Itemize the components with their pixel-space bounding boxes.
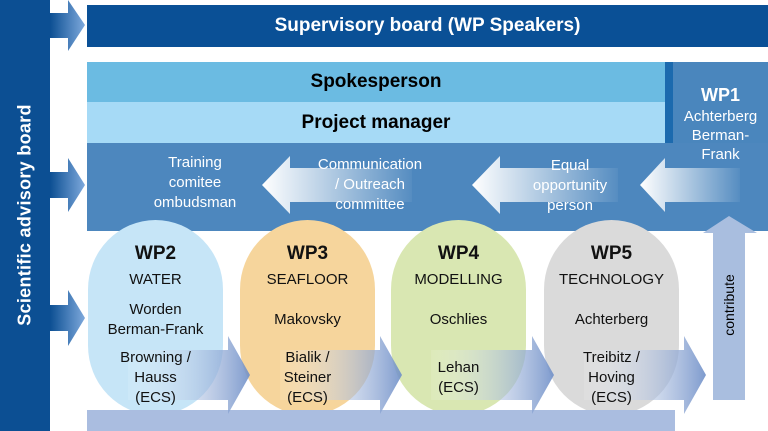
committee-line: comitee: [168, 174, 222, 191]
committee-line: / Outreach: [334, 176, 406, 193]
wp-ecs: (ECS): [135, 389, 176, 406]
committee-line: Communication: [317, 156, 423, 173]
wp1-box: [673, 62, 768, 143]
bottom-bar: [87, 410, 675, 431]
wp-ecs: Browning /: [120, 349, 191, 366]
wp-topic: WATER: [129, 271, 182, 288]
committee-arrow: [472, 156, 618, 214]
flow-arrow: [280, 336, 402, 414]
committee-line: Training: [168, 154, 222, 171]
wp-lead: Berman-Frank: [107, 321, 204, 338]
wp-title: WP3: [286, 243, 329, 264]
wp-topic: TECHNOLOGY: [558, 271, 664, 288]
wp-ecs: Lehan: [437, 359, 480, 376]
wp-ecs: Steiner: [283, 369, 332, 386]
contribute-label: contribute: [721, 274, 737, 336]
wp-title: WP4: [437, 243, 480, 264]
wp1-name: Berman-: [691, 127, 750, 144]
spokesperson-band: Spokesperson: [87, 62, 665, 102]
wp-ecs: Hauss: [134, 369, 177, 386]
wp3-text: WP3 SEAFLOOR Makovsky Bialik / Steiner (…: [240, 244, 375, 408]
advisory-arrow-bottom: [50, 290, 85, 346]
wp1-divider: [665, 62, 673, 143]
committee-arrow: [640, 158, 740, 212]
wp-title: WP2: [134, 243, 177, 264]
wp-ecs: Hoving: [588, 369, 635, 386]
scientific-advisory-board-bar: [0, 0, 50, 431]
committee-arrow: [262, 156, 412, 214]
committee-line: ombudsman: [153, 194, 237, 211]
wp-lead: Worden: [129, 301, 182, 318]
flow-arrow: [128, 336, 250, 414]
supervisory-board: Supervisory board (WP Speakers): [87, 5, 768, 47]
advisory-arrow-middle: [50, 158, 85, 212]
wp1-name: Frank: [701, 146, 740, 163]
committee-line: committee: [335, 196, 405, 213]
flow-arrow: [431, 336, 554, 414]
wp-lead: Makovsky: [274, 311, 341, 328]
contribute-arrow: [703, 216, 757, 400]
wp-topic: MODELLING: [414, 271, 503, 288]
committee-line: opportunity: [532, 177, 608, 194]
wp-topic: SEAFLOOR: [266, 271, 349, 288]
wp-lead: Oschlies: [429, 311, 488, 328]
wp5-text: WP5 TECHNOLOGY Achterberg Treibitz / Hov…: [544, 244, 679, 408]
wp-ecs: Bialik /: [285, 349, 330, 366]
committee-communication: Communication / Outreach committee: [310, 155, 430, 215]
wp-ecs: (ECS): [591, 389, 632, 406]
wp1-name: Achterberg: [683, 108, 758, 125]
committee-training: Training comitee ombudsman: [140, 153, 250, 213]
wp-ecs: (ECS): [438, 379, 479, 396]
wp4-text: WP4 MODELLING Oschlies Lehan (ECS): [391, 244, 526, 398]
wp-ecs: Treibitz /: [583, 349, 640, 366]
wp-title: WP5: [590, 243, 633, 264]
committee-equal-opportunity: Equal opportunity person: [520, 156, 620, 216]
wp1-text: WP1 Achterberg Berman- Frank: [673, 86, 768, 164]
wp2-text: WP2 WATER Worden Berman-Frank Browning /…: [88, 244, 223, 408]
advisory-arrow-top: [50, 0, 85, 51]
wp-ecs: (ECS): [287, 389, 328, 406]
flow-arrow: [584, 336, 706, 414]
committee-line: Equal: [550, 157, 590, 174]
committee-line: person: [547, 197, 593, 214]
wp-lead: Achterberg: [574, 311, 649, 328]
wp1-title: WP1: [700, 85, 740, 105]
project-manager-band: Project manager: [87, 102, 665, 143]
